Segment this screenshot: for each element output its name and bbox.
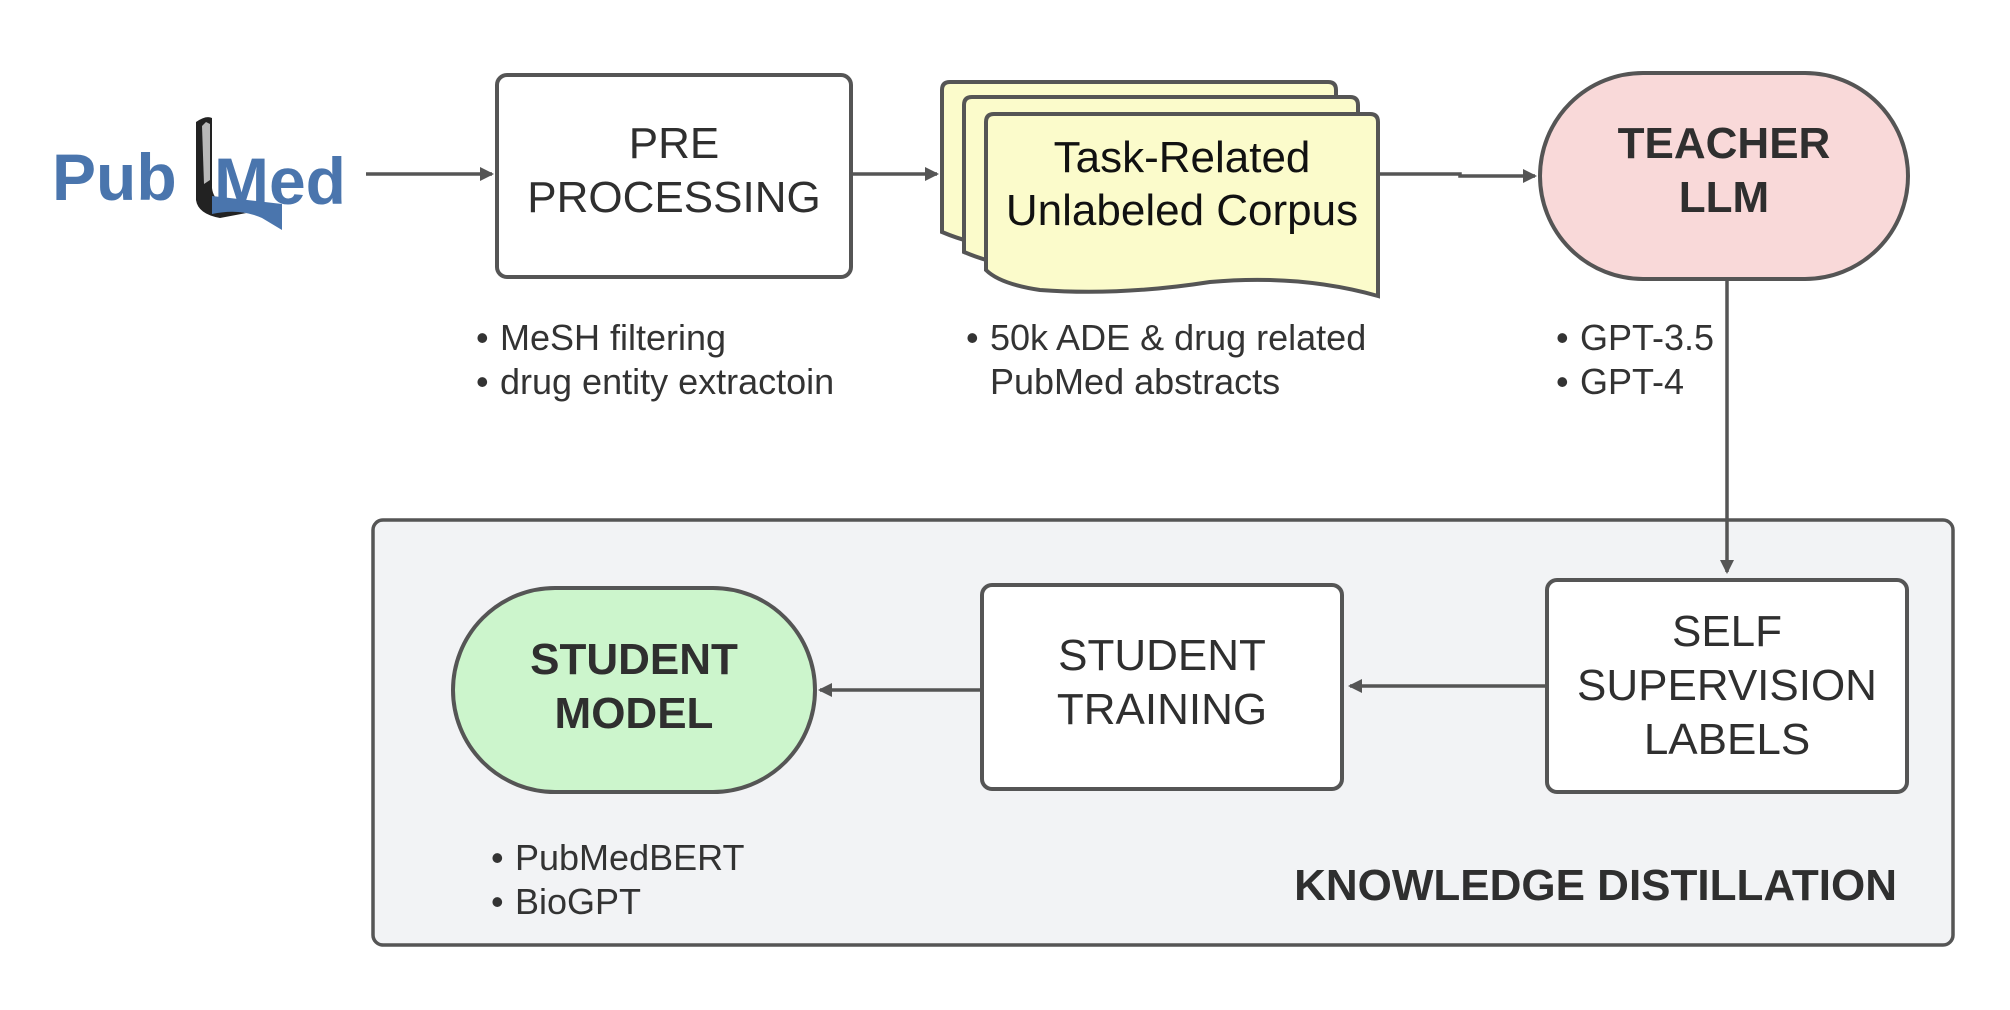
- logo-text-med: Med: [214, 144, 346, 218]
- student-model-line2: MODEL: [555, 689, 714, 738]
- note-item: drug entity extractoin: [476, 360, 834, 404]
- note-item: MeSH filtering: [476, 316, 834, 360]
- note-item: BioGPT: [491, 880, 744, 924]
- student-notes: PubMedBERT BioGPT: [491, 836, 744, 924]
- teacher-notes: GPT-3.5 GPT-4: [1556, 316, 1714, 404]
- teacher-line1: TEACHER: [1618, 119, 1831, 168]
- group-label: KNOWLEDGE DISTILLATION: [1294, 861, 1897, 910]
- training-line1: STUDENT: [1058, 631, 1266, 680]
- student-model-line1: STUDENT: [530, 635, 738, 684]
- student-model-node: STUDENT MODEL: [451, 586, 817, 794]
- preprocessing-line2: PROCESSING: [527, 173, 820, 222]
- student-training-node: STUDENT TRAINING: [980, 583, 1344, 791]
- teacher-line2: LLM: [1679, 173, 1769, 222]
- corpus-line2: Unlabeled Corpus: [1006, 186, 1358, 235]
- corpus-doc-front: [984, 112, 1380, 299]
- book-cover-icon: [212, 196, 282, 230]
- labels-line3: LABELS: [1644, 715, 1810, 764]
- preprocessing-node: PRE PROCESSING: [495, 73, 853, 279]
- corpus-line1: Task-Related: [1054, 133, 1311, 182]
- corpus-notes: 50k ADE & drug related PubMed abstracts: [966, 316, 1366, 404]
- note-item: GPT-3.5: [1556, 316, 1714, 360]
- arrow-corpus-to-teacher: [1378, 169, 1537, 183]
- note-item: 50k ADE & drug related: [966, 316, 1366, 360]
- note-item: GPT-4: [1556, 360, 1714, 404]
- corpus-node: Task-Related Unlabeled Corpus: [940, 80, 1380, 299]
- training-line2: TRAINING: [1057, 685, 1267, 734]
- labels-line2: SUPERVISION: [1577, 661, 1877, 710]
- note-item-continuation: PubMed abstracts: [990, 361, 1281, 402]
- teacher-llm-node: TEACHER LLM: [1538, 71, 1910, 281]
- self-supervision-labels-node: SELF SUPERVISION LABELS: [1545, 578, 1909, 794]
- preprocessing-notes: MeSH filtering drug entity extractoin: [476, 316, 834, 404]
- note-item: PubMedBERT: [491, 836, 744, 880]
- labels-line1: SELF: [1672, 607, 1782, 656]
- pubmed-logo: Pub Med: [52, 117, 346, 230]
- book-icon: [196, 117, 262, 218]
- book-page-icon: [202, 122, 210, 184]
- logo-text-pub: Pub: [52, 140, 177, 214]
- preprocessing-line1: PRE: [629, 119, 719, 168]
